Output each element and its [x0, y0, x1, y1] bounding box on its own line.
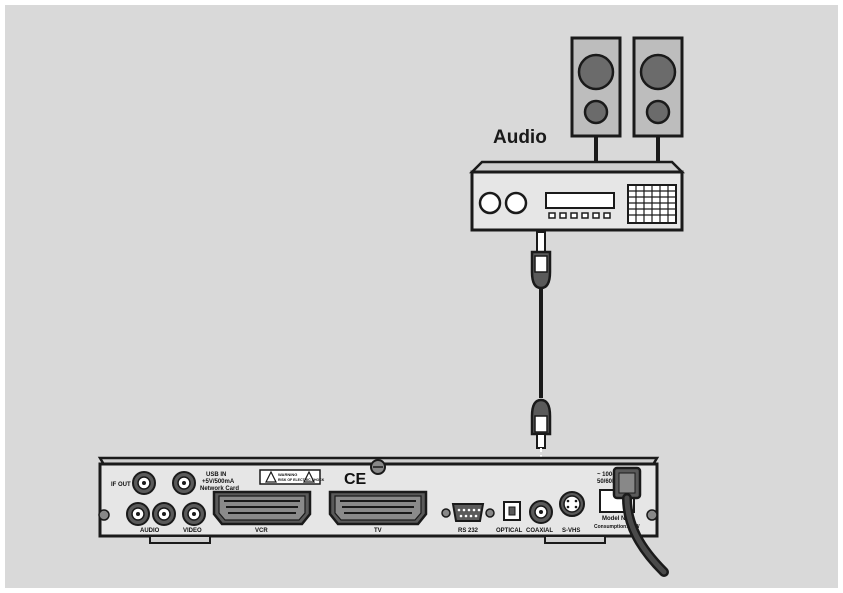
warning-line-2: RISK OF ELECTRIC SHOCK [278, 478, 325, 482]
usb-sub-label-1: +5V/500mA [202, 479, 235, 485]
video-port-label: VIDEO [183, 528, 202, 534]
speaker-right [632, 36, 684, 162]
warning-label: WARNING RISK OF ELECTRIC SHOCK [259, 469, 325, 485]
power-plug [612, 466, 642, 500]
audio-port-label: AUDIO [140, 528, 160, 534]
if-out-connector [132, 471, 156, 495]
tv-scart [328, 490, 428, 526]
vcr-scart [212, 490, 312, 526]
rs232-connector [441, 503, 495, 522]
warning-line-1: WARNING [278, 472, 297, 477]
optical-label: OPTICAL [496, 528, 523, 534]
if-out-label: IF OUT [111, 482, 131, 488]
svhs-connector [559, 491, 585, 517]
tv-label: TV [374, 528, 382, 534]
rating-label-2: Consumption: 30W [594, 524, 640, 530]
rs232-label: RS 232 [458, 528, 479, 534]
ce-mark: CE [344, 471, 367, 488]
audio-label: Audio [493, 127, 547, 148]
svhs-label: S-VHS [562, 528, 580, 534]
power-cable-core [624, 495, 667, 575]
audio-rca-left [126, 502, 150, 526]
coaxial-output-connector [529, 500, 553, 524]
speaker-left [570, 36, 622, 162]
coaxial-cable [530, 231, 552, 498]
audio-amplifier [468, 160, 686, 232]
vcr-label: VCR [255, 528, 268, 534]
video-rca [182, 502, 206, 526]
audio-rca-right [152, 502, 176, 526]
rating-label-1: Model No. [602, 516, 631, 522]
loop-connector [172, 471, 196, 495]
optical-connector [503, 501, 521, 521]
power-label-1: ~ 100-240V [597, 472, 628, 478]
coaxial-label: COAXIAL [526, 528, 553, 534]
usb-label: USB IN [206, 472, 226, 478]
usb-sub-label-2: Network Card [200, 486, 239, 492]
